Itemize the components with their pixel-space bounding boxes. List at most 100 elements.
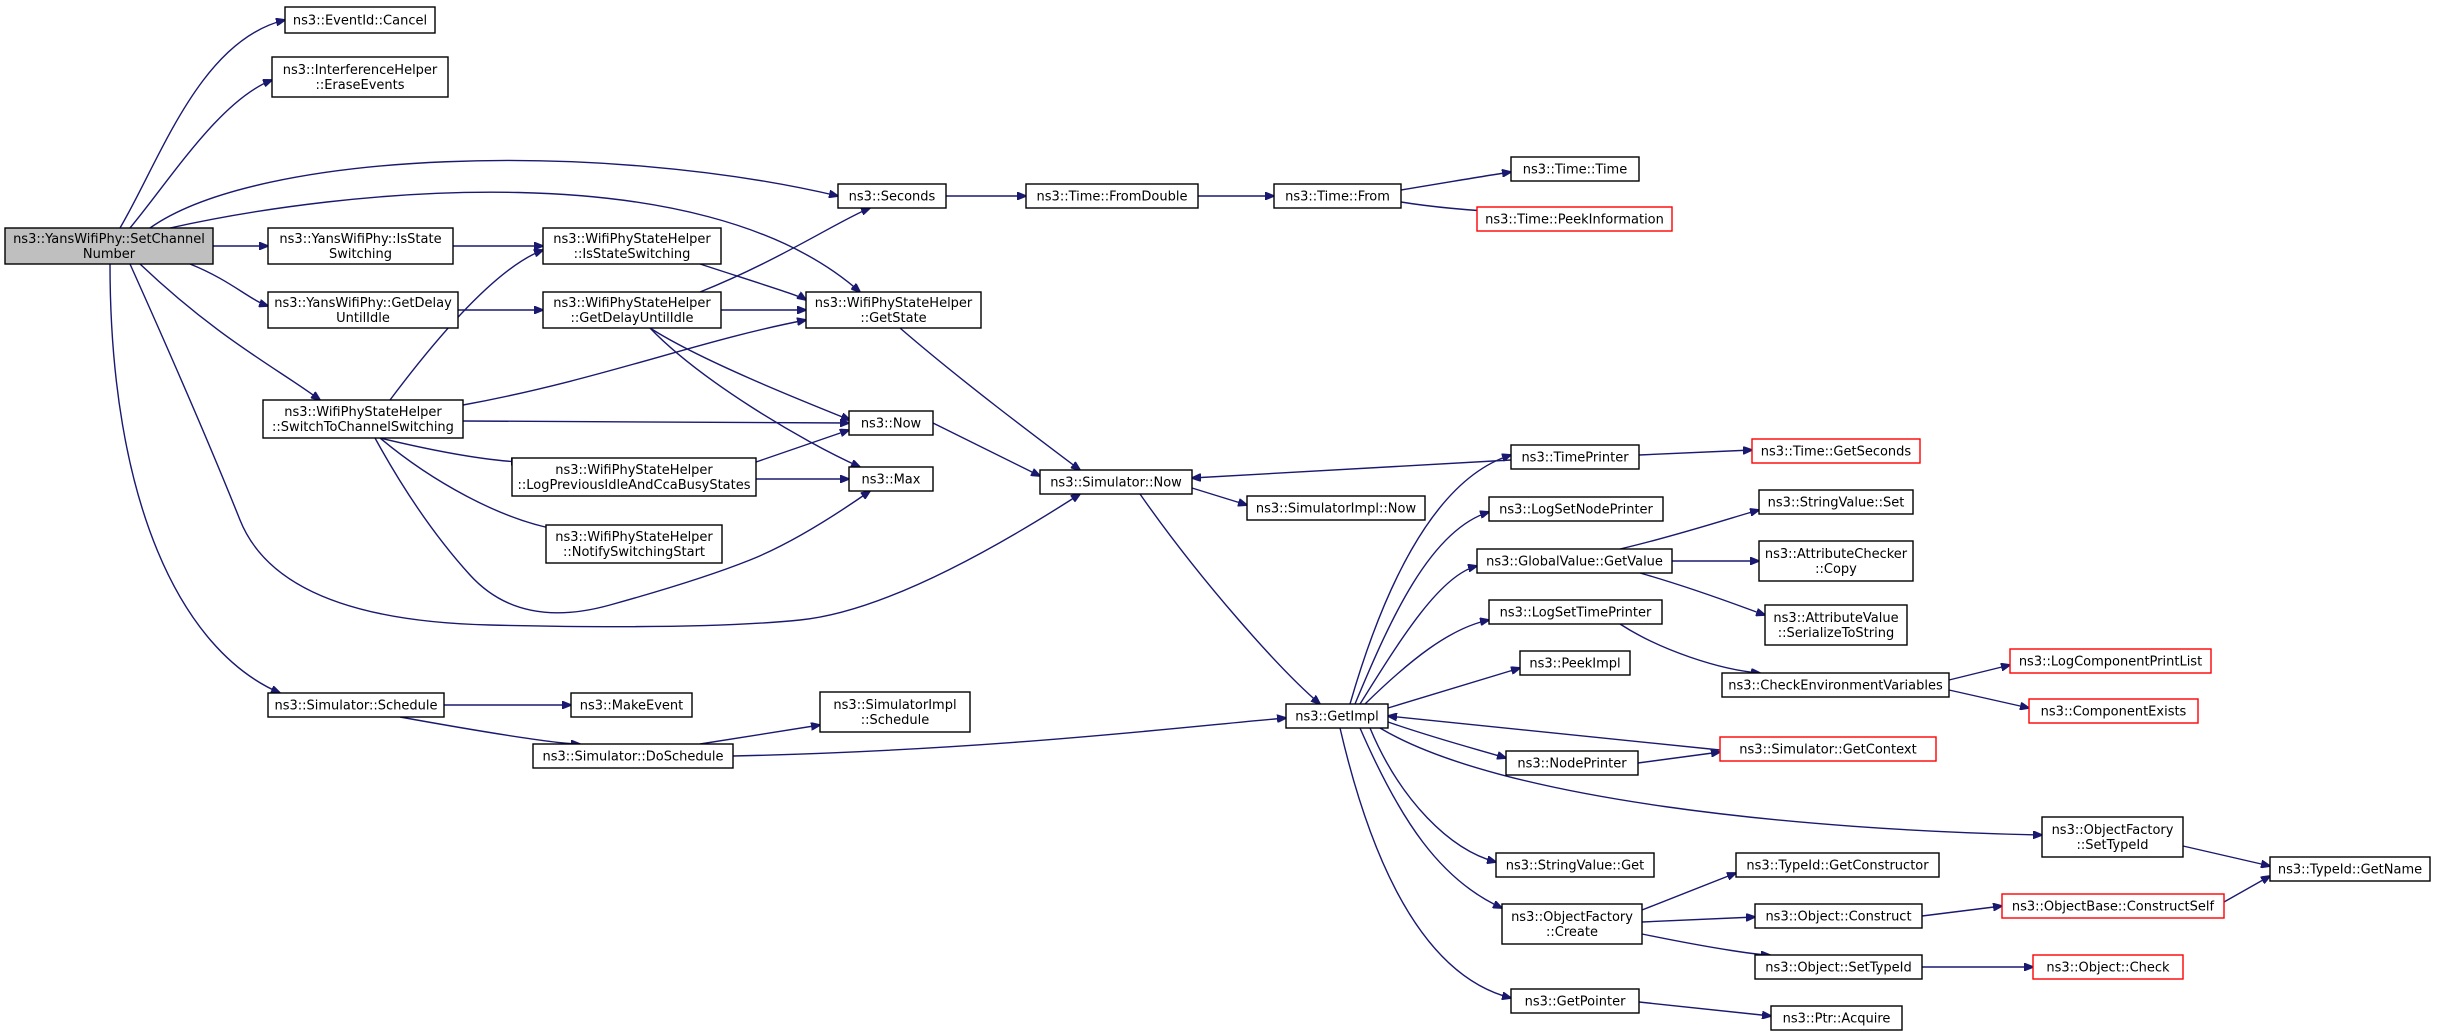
node-max[interactable]: ns3::Max bbox=[848, 466, 934, 492]
node-box[interactable] bbox=[1751, 438, 1921, 464]
node-makeevent[interactable]: ns3::MakeEvent bbox=[570, 692, 693, 718]
node-box[interactable] bbox=[1510, 156, 1640, 182]
node-logcomplist[interactable]: ns3::LogComponentPrintList bbox=[2009, 648, 2212, 674]
node-getdelay[interactable]: ns3::YansWifiPhy::GetDelayUntilIdle bbox=[267, 291, 459, 329]
node-doschedule[interactable]: ns3::Simulator::DoSchedule bbox=[532, 743, 734, 769]
node-getctor[interactable]: ns3::TypeId::GetConstructor bbox=[1735, 852, 1940, 878]
node-box[interactable] bbox=[1505, 750, 1639, 776]
node-nodeprinter[interactable]: ns3::NodePrinter bbox=[1505, 750, 1639, 776]
node-box[interactable] bbox=[1770, 1005, 1903, 1031]
node-box[interactable] bbox=[570, 692, 693, 718]
node-ptracquire[interactable]: ns3::Ptr::Acquire bbox=[1770, 1005, 1903, 1031]
node-box[interactable] bbox=[1719, 736, 1937, 762]
node-box[interactable] bbox=[1758, 489, 1914, 515]
node-box[interactable] bbox=[1025, 183, 1199, 209]
node-getcontext[interactable]: ns3::Simulator::GetContext bbox=[1719, 736, 1937, 762]
node-implnow[interactable]: ns3::SimulatorImpl::Now bbox=[1246, 495, 1426, 521]
node-box[interactable] bbox=[848, 410, 934, 436]
node-box[interactable] bbox=[2028, 698, 2199, 724]
node-notify[interactable]: ns3::WifiPhyStateHelper::NotifySwitching… bbox=[545, 524, 723, 564]
node-box[interactable] bbox=[267, 692, 445, 718]
node-box[interactable] bbox=[542, 291, 722, 329]
node-box[interactable] bbox=[1488, 599, 1663, 625]
node-compexists[interactable]: ns3::ComponentExists bbox=[2028, 698, 2199, 724]
node-box[interactable] bbox=[1758, 540, 1914, 582]
node-box[interactable] bbox=[1519, 650, 1631, 676]
node-simnow[interactable]: ns3::Simulator::Now bbox=[1039, 469, 1193, 495]
node-box[interactable] bbox=[2041, 816, 2184, 858]
node-timefrom[interactable]: ns3::Time::From bbox=[1273, 183, 1402, 209]
node-timeprinter[interactable]: ns3::TimePrinter bbox=[1510, 444, 1640, 470]
node-box[interactable] bbox=[1764, 604, 1908, 646]
node-seconds[interactable]: ns3::Seconds bbox=[837, 183, 947, 209]
node-lognodeprinter[interactable]: ns3::LogSetNodePrinter bbox=[1488, 496, 1664, 522]
node-box[interactable] bbox=[271, 56, 449, 98]
node-getstate[interactable]: ns3::WifiPhyStateHelper::GetState bbox=[805, 291, 982, 329]
node-isstate[interactable]: ns3::YansWifiPhy::IsStateSwitching bbox=[267, 227, 454, 265]
node-box[interactable] bbox=[819, 691, 971, 733]
node-box[interactable] bbox=[2001, 893, 2225, 919]
node-svset[interactable]: ns3::StringValue::Set bbox=[1758, 489, 1914, 515]
node-box[interactable] bbox=[1039, 469, 1193, 495]
node-box[interactable] bbox=[1754, 903, 1923, 929]
node-box[interactable] bbox=[1285, 703, 1389, 729]
node-switchto[interactable]: ns3::WifiPhyStateHelper::SwitchToChannel… bbox=[262, 399, 464, 439]
node-cancel[interactable]: ns3::EventId::Cancel bbox=[284, 6, 436, 34]
node-box[interactable] bbox=[267, 291, 459, 329]
node-now[interactable]: ns3::Now bbox=[848, 410, 934, 436]
node-box[interactable] bbox=[805, 291, 982, 329]
node-box[interactable] bbox=[2269, 856, 2431, 882]
node-box[interactable] bbox=[542, 227, 722, 265]
node-logtimeprinter[interactable]: ns3::LogSetTimePrinter bbox=[1488, 599, 1663, 625]
node-box[interactable] bbox=[837, 183, 947, 209]
node-getimpl[interactable]: ns3::GetImpl bbox=[1285, 703, 1389, 729]
node-box[interactable] bbox=[2032, 954, 2184, 980]
node-checkenv[interactable]: ns3::CheckEnvironmentVariables bbox=[1721, 672, 1950, 698]
node-box[interactable] bbox=[545, 524, 723, 564]
node-box[interactable] bbox=[1754, 954, 1923, 980]
node-wsh_isstate[interactable]: ns3::WifiPhyStateHelper::IsStateSwitchin… bbox=[542, 227, 722, 265]
node-wsh_getdelay[interactable]: ns3::WifiPhyStateHelper::GetDelayUntilId… bbox=[542, 291, 722, 329]
node-box[interactable] bbox=[1246, 495, 1426, 521]
node-box[interactable] bbox=[4, 227, 214, 265]
node-box[interactable] bbox=[1476, 206, 1673, 232]
node-accopy[interactable]: ns3::AttributeChecker::Copy bbox=[1758, 540, 1914, 582]
node-ofsettype[interactable]: ns3::ObjectFactory::SetTypeId bbox=[2041, 816, 2184, 858]
node-box[interactable] bbox=[511, 457, 757, 497]
node-box[interactable] bbox=[262, 399, 464, 439]
node-implsched[interactable]: ns3::SimulatorImpl::Schedule bbox=[819, 691, 971, 733]
node-gvget[interactable]: ns3::GlobalValue::GetValue bbox=[1476, 548, 1673, 574]
node-box[interactable] bbox=[1510, 988, 1640, 1014]
node-avser[interactable]: ns3::AttributeValue::SerializeToString bbox=[1764, 604, 1908, 646]
node-box[interactable] bbox=[267, 227, 454, 265]
node-svget[interactable]: ns3::StringValue::Get bbox=[1495, 852, 1655, 878]
node-box[interactable] bbox=[1735, 852, 1940, 878]
node-box[interactable] bbox=[2009, 648, 2212, 674]
node-objsettype[interactable]: ns3::Object::SetTypeId bbox=[1754, 954, 1923, 980]
node-erase[interactable]: ns3::InterferenceHelper::EraseEvents bbox=[271, 56, 449, 98]
node-schedule[interactable]: ns3::Simulator::Schedule bbox=[267, 692, 445, 718]
node-box[interactable] bbox=[1495, 852, 1655, 878]
node-objconstruct[interactable]: ns3::Object::Construct bbox=[1754, 903, 1923, 929]
node-timetime[interactable]: ns3::Time::Time bbox=[1510, 156, 1640, 182]
node-peekinfo[interactable]: ns3::Time::PeekInformation bbox=[1476, 206, 1673, 232]
node-box[interactable] bbox=[1510, 444, 1640, 470]
node-box[interactable] bbox=[1476, 548, 1673, 574]
node-box[interactable] bbox=[1273, 183, 1402, 209]
node-logprev[interactable]: ns3::WifiPhyStateHelper::LogPreviousIdle… bbox=[511, 457, 757, 497]
node-getname[interactable]: ns3::TypeId::GetName bbox=[2269, 856, 2431, 882]
node-box[interactable] bbox=[1501, 903, 1643, 945]
node-box[interactable] bbox=[284, 6, 436, 34]
node-constructself[interactable]: ns3::ObjectBase::ConstructSelf bbox=[2001, 893, 2225, 919]
node-fromdouble[interactable]: ns3::Time::FromDouble bbox=[1025, 183, 1199, 209]
node-ofcreate[interactable]: ns3::ObjectFactory::Create bbox=[1501, 903, 1643, 945]
node-peekimpl[interactable]: ns3::PeekImpl bbox=[1519, 650, 1631, 676]
node-objcheck[interactable]: ns3::Object::Check bbox=[2032, 954, 2184, 980]
node-getpointer[interactable]: ns3::GetPointer bbox=[1510, 988, 1640, 1014]
node-getseconds[interactable]: ns3::Time::GetSeconds bbox=[1751, 438, 1921, 464]
node-box[interactable] bbox=[1488, 496, 1664, 522]
node-box[interactable] bbox=[532, 743, 734, 769]
node-box[interactable] bbox=[848, 466, 934, 492]
node-box[interactable] bbox=[1721, 672, 1950, 698]
